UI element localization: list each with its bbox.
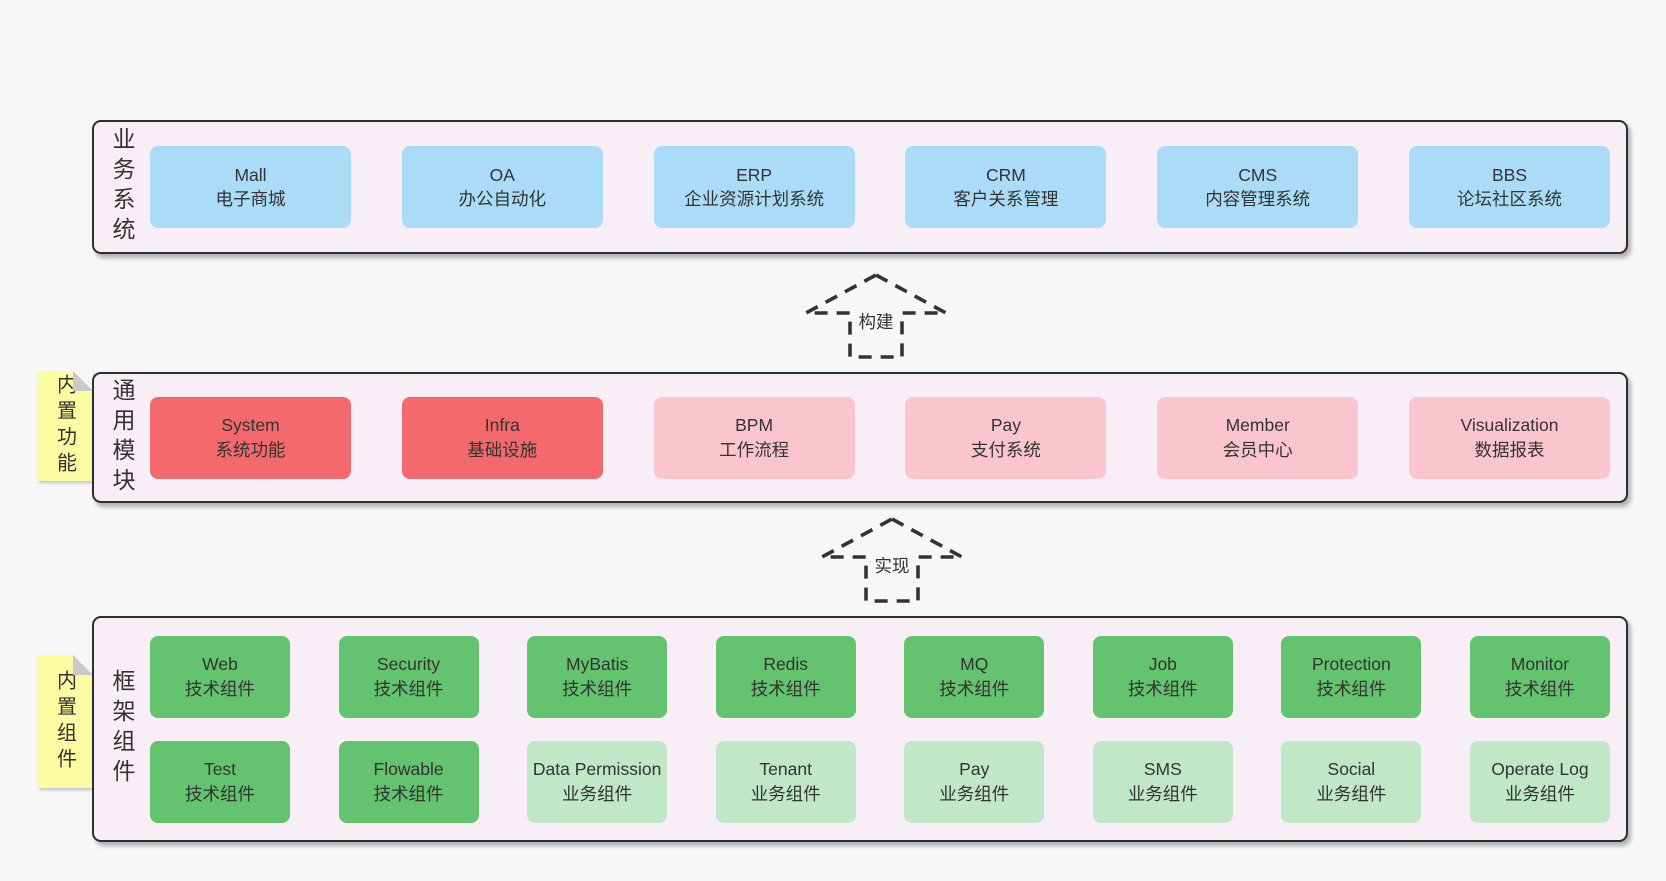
box-system: System 系统功能 — [150, 396, 351, 479]
box-tenant: Tenant 业务组件 — [715, 740, 856, 823]
box-web: Web 技术组件 — [150, 635, 290, 718]
box-monitor: Monitor 技术组件 — [1469, 635, 1610, 718]
box-visualization: Visualization 数据报表 — [1408, 396, 1610, 479]
common-modules-row: System 系统功能 Infra 基础设施 BPM 工作流程 Pay 支付系统… — [150, 396, 1610, 479]
box-mall: Mall 电子商城 — [150, 146, 351, 228]
box-mq: MQ 技术组件 — [904, 635, 1045, 718]
box-crm: CRM 客户关系管理 — [905, 146, 1107, 228]
band-label-business-systems: 业务系统 — [109, 127, 135, 247]
box-pay-business: Pay 业务组件 — [904, 740, 1045, 823]
band-label-framework-components: 框架组件 — [109, 669, 135, 789]
box-job: Job 技术组件 — [1092, 635, 1233, 718]
box-bbs: BBS 论坛社区系统 — [1408, 146, 1610, 228]
box-flowable: Flowable 技术组件 — [338, 740, 479, 823]
band-common-modules: 通用模块 System 系统功能 Infra 基础设施 BPM 工作流程 Pay… — [92, 372, 1628, 503]
sticky-note-built-in-components: 内置组件 — [37, 655, 93, 788]
box-redis: Redis 技术组件 — [715, 635, 856, 718]
box-data-permission: Data Permission 业务组件 — [527, 740, 668, 823]
box-infra: Infra 基础设施 — [401, 396, 603, 479]
box-social: Social 业务组件 — [1281, 740, 1422, 823]
box-member: Member 会员中心 — [1157, 396, 1359, 479]
box-erp: ERP 企业资源计划系统 — [653, 146, 855, 228]
framework-components-grid: Web 技术组件 Security 技术组件 MyBatis 技术组件 Redi… — [150, 635, 1610, 823]
band-business-systems: 业务系统 Mall 电子商城 OA 办公自动化 ERP 企业资源计划系统 CRM… — [92, 120, 1628, 254]
framework-components-row-1: Web 技术组件 Security 技术组件 MyBatis 技术组件 Redi… — [150, 635, 1610, 718]
arrow-implement: 实现 — [819, 516, 965, 604]
box-test: Test 技术组件 — [150, 740, 290, 823]
box-sms: SMS 业务组件 — [1092, 740, 1233, 823]
box-pay: Pay 支付系统 — [905, 396, 1107, 479]
box-bpm: BPM 工作流程 — [653, 396, 855, 479]
box-cms: CMS 内容管理系统 — [1157, 146, 1359, 228]
box-protection: Protection 技术组件 — [1281, 635, 1422, 718]
sticky-note-built-in-features: 内置功能 — [37, 371, 93, 481]
box-mybatis: MyBatis 技术组件 — [527, 635, 668, 718]
band-label-common-modules: 通用模块 — [109, 377, 135, 498]
arrow-implement-label: 实现 — [869, 552, 915, 579]
arrow-build-label: 构建 — [853, 308, 899, 335]
arrow-build: 构建 — [803, 272, 949, 360]
box-security: Security 技术组件 — [338, 635, 479, 718]
box-oa: OA 办公自动化 — [401, 146, 603, 228]
business-systems-row: Mall 电子商城 OA 办公自动化 ERP 企业资源计划系统 CRM 客户关系… — [150, 146, 1610, 228]
band-framework-components: 框架组件 Web 技术组件 Security 技术组件 MyBatis 技术组件… — [92, 616, 1628, 842]
framework-components-row-2: Test 技术组件 Flowable 技术组件 Data Permission … — [150, 740, 1610, 823]
box-operate-log: Operate Log 业务组件 — [1469, 740, 1610, 823]
